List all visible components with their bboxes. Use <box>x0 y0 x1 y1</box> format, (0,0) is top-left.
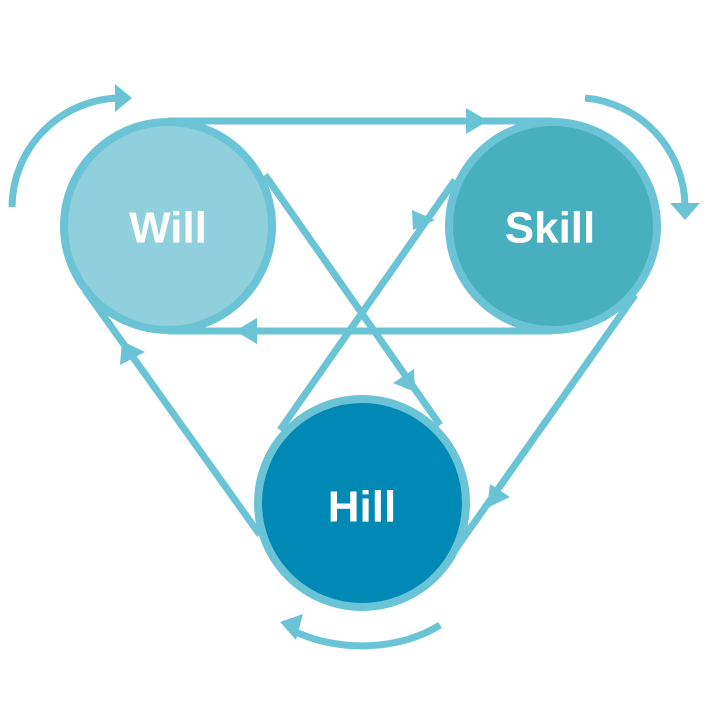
arrow-down-icon <box>487 484 510 508</box>
node-hill <box>254 395 470 611</box>
node-skill-label: Skill <box>505 204 596 253</box>
arrow-left-icon <box>235 318 257 344</box>
node-will <box>60 118 276 334</box>
self-loop-skill <box>584 94 689 206</box>
edge-hill-to-will <box>82 287 263 538</box>
arrow-right-icon <box>466 108 488 134</box>
node-hill-label: Hill <box>328 483 396 532</box>
arrow-up-icon <box>120 341 145 365</box>
arrow-right-icon <box>115 84 132 112</box>
self-loop-will <box>8 94 119 208</box>
node-will-label: Will <box>129 204 207 253</box>
arrow-up-icon <box>412 210 435 230</box>
arrow-down-icon <box>670 203 700 220</box>
node-skill <box>445 118 661 334</box>
self-loop-hill <box>290 622 442 650</box>
arrow-down-icon <box>393 369 415 392</box>
arrow-left-icon <box>280 614 303 640</box>
edge-skill-to-hill <box>452 292 638 553</box>
